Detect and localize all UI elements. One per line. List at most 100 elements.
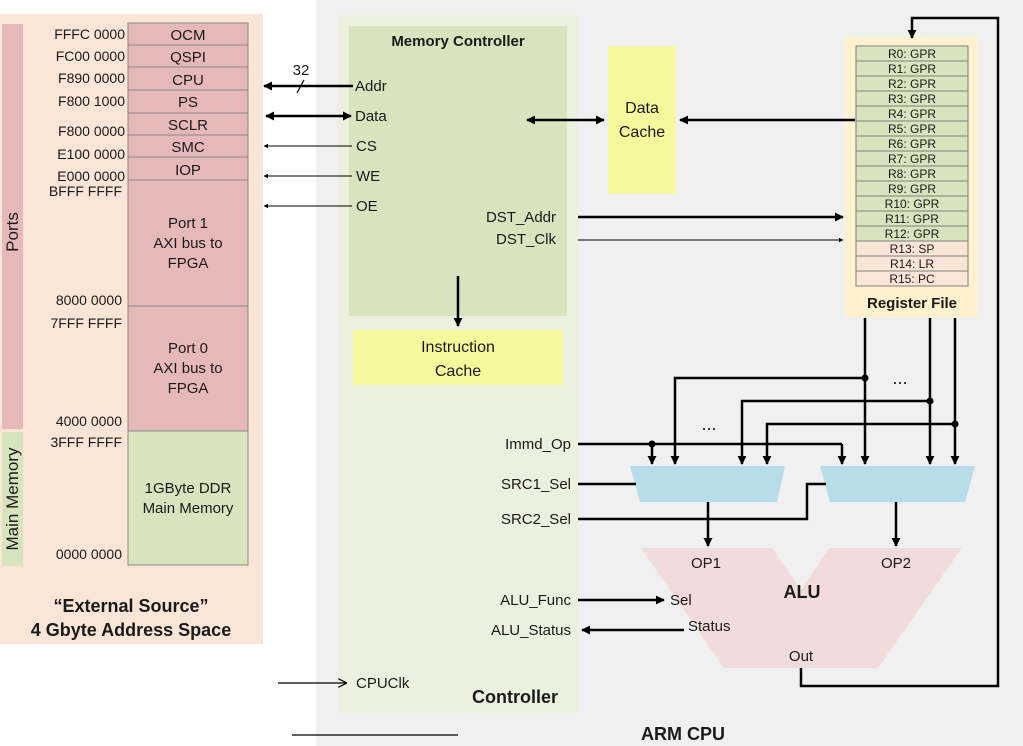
register-label: R12: GPR	[885, 227, 940, 241]
alu: ALU OP1 OP2 Sel Status Out	[641, 548, 962, 668]
region-iop-addr: E000 0000	[57, 168, 125, 184]
register-label: R1: GPR	[888, 62, 936, 76]
region-sclr: SCLR F800 0000	[58, 112, 249, 139]
region-smc-addr: E100 0000	[57, 146, 125, 162]
alu-status-label: Status	[688, 618, 731, 635]
cpuclk-label: CPUClk	[356, 675, 410, 692]
register-label: R2: GPR	[888, 77, 936, 91]
instruction-cache-box	[353, 330, 563, 385]
region-cpu-name: CPU	[172, 72, 204, 89]
dst-addr-label: DST_Addr	[486, 209, 556, 226]
rf-bus-3-to-mux1	[762, 422, 955, 465]
register-file-title: Register File	[867, 295, 957, 312]
src1-sel-label: SRC1_Sel	[501, 476, 571, 493]
port0-bottom-addr: 4000 0000	[56, 413, 122, 429]
register-label: R13: SP	[890, 242, 935, 256]
data-cache-line1: Data	[625, 100, 659, 117]
region-port0: Port 0 AXI bus to FPGA 7FFF FFFF 4000 00…	[50, 305, 249, 432]
ddr-line1: 1GByte DDR	[145, 480, 232, 497]
alu-op2-label: OP2	[881, 555, 911, 572]
region-ocm-addr: FFFC 0000	[54, 26, 125, 42]
port0-top-addr: 7FFF FFFF	[50, 315, 122, 331]
ddr-bottom-addr: 0000 0000	[56, 546, 122, 562]
data-label: Data	[355, 108, 387, 125]
junction-dot-immd	[648, 440, 656, 448]
region-iop-name: IOP	[175, 162, 201, 179]
register-label: R0: GPR	[888, 47, 936, 61]
alu-sel-label: Sel	[670, 592, 692, 609]
alu-out-label: Out	[789, 648, 814, 665]
we-label: WE	[356, 168, 380, 185]
arm-cpu: Memory Controller Instruction Cache Data…	[263, 0, 1023, 746]
register-label: R11: GPR	[885, 212, 939, 226]
register-label: R10: GPR	[885, 197, 940, 211]
junction-dot-2	[926, 397, 934, 405]
main-memory-bar	[2, 432, 23, 566]
immd-op-label: Immd_Op	[505, 436, 571, 453]
register-cell	[855, 270, 969, 287]
ellipsis-upper: ...	[892, 368, 907, 388]
port0-line3: FPGA	[168, 380, 209, 397]
alu-func-label: ALU_Func	[500, 592, 571, 609]
register-label: R3: GPR	[888, 92, 936, 106]
main-memory-label: Main Memory	[3, 447, 22, 550]
region-ps-name: PS	[178, 94, 198, 111]
region-cpu: CPU F890 0000	[58, 66, 249, 91]
rf-bus-1-to-mux1	[670, 376, 865, 465]
ddr-line2: Main Memory	[143, 500, 234, 517]
register-label: R6: GPR	[888, 137, 936, 151]
ports-label: Ports	[3, 212, 22, 252]
alu-op1-label: OP1	[691, 555, 721, 572]
bus-width-label: 32	[293, 62, 310, 79]
src2-mux	[820, 466, 975, 502]
ports-bar	[2, 24, 23, 429]
cs-label: CS	[356, 138, 377, 155]
data-cache-line2: Cache	[619, 124, 665, 141]
port0-line1: Port 0	[168, 340, 208, 357]
region-ps-addr: F800 1000	[58, 93, 125, 109]
src2-sel-label: SRC2_Sel	[501, 511, 571, 528]
memory-controller-title: Memory Controller	[391, 33, 525, 50]
junction-dot-3	[951, 420, 959, 428]
dst-clk-label: DST_Clk	[496, 231, 557, 248]
data-cache-box	[608, 46, 676, 194]
alu-title: ALU	[784, 582, 821, 602]
register-label: R14: LR	[890, 257, 934, 271]
port1-line3: FPGA	[168, 255, 209, 272]
junction-dot-1	[861, 374, 869, 382]
region-qspi-addr: FC00 0000	[56, 48, 125, 64]
memory-map: Ports Main Memory OCM FFFC 0000 QSPI FC0…	[0, 14, 263, 644]
port1-bottom-addr: 8000 0000	[56, 292, 122, 308]
address-space-title-line1: “External Source”	[53, 596, 208, 616]
region-smc: SMC E100 0000	[57, 134, 249, 162]
cpu-title: ARM CPU	[641, 724, 725, 744]
region-cpu-addr: F890 0000	[58, 70, 125, 86]
region-iop: IOP E000 0000	[57, 156, 249, 184]
instruction-cache-line1: Instruction	[421, 339, 495, 356]
oe-label: OE	[356, 198, 378, 215]
bus-width-slash	[296, 79, 305, 94]
memory-controller-box	[349, 26, 567, 316]
region-sclr-name: SCLR	[168, 117, 208, 134]
port1-line1: Port 1	[168, 215, 208, 232]
region-ocm: OCM FFFC 0000	[54, 22, 249, 46]
region-qspi: QSPI FC00 0000	[56, 44, 249, 68]
region-port1: Port 1 AXI bus to FPGA BFFF FFFF 8000 00…	[49, 179, 249, 308]
register-label: R4: GPR	[888, 107, 936, 121]
region-sclr-addr: F800 0000	[58, 123, 125, 139]
addr-label: Addr	[355, 78, 387, 95]
alu-out-feedback-bus	[799, 16, 1000, 688]
region-ddr: 1GByte DDR Main Memory 3FFF FFFF 0000 00…	[50, 430, 249, 566]
ddr-top-addr: 3FFF FFFF	[50, 434, 122, 450]
address-space-title-line2: 4 Gbyte Address Space	[31, 620, 231, 640]
src2-sel-line	[578, 482, 826, 521]
instruction-cache-line2: Cache	[435, 363, 481, 380]
register-label: R7: GPR	[888, 152, 936, 166]
port1-line2: AXI bus to	[153, 235, 222, 252]
region-ps: PS F800 1000	[58, 89, 249, 114]
region-qspi-name: QSPI	[170, 49, 206, 66]
controller-title: Controller	[472, 687, 558, 707]
region-ocm-name: OCM	[171, 27, 206, 44]
